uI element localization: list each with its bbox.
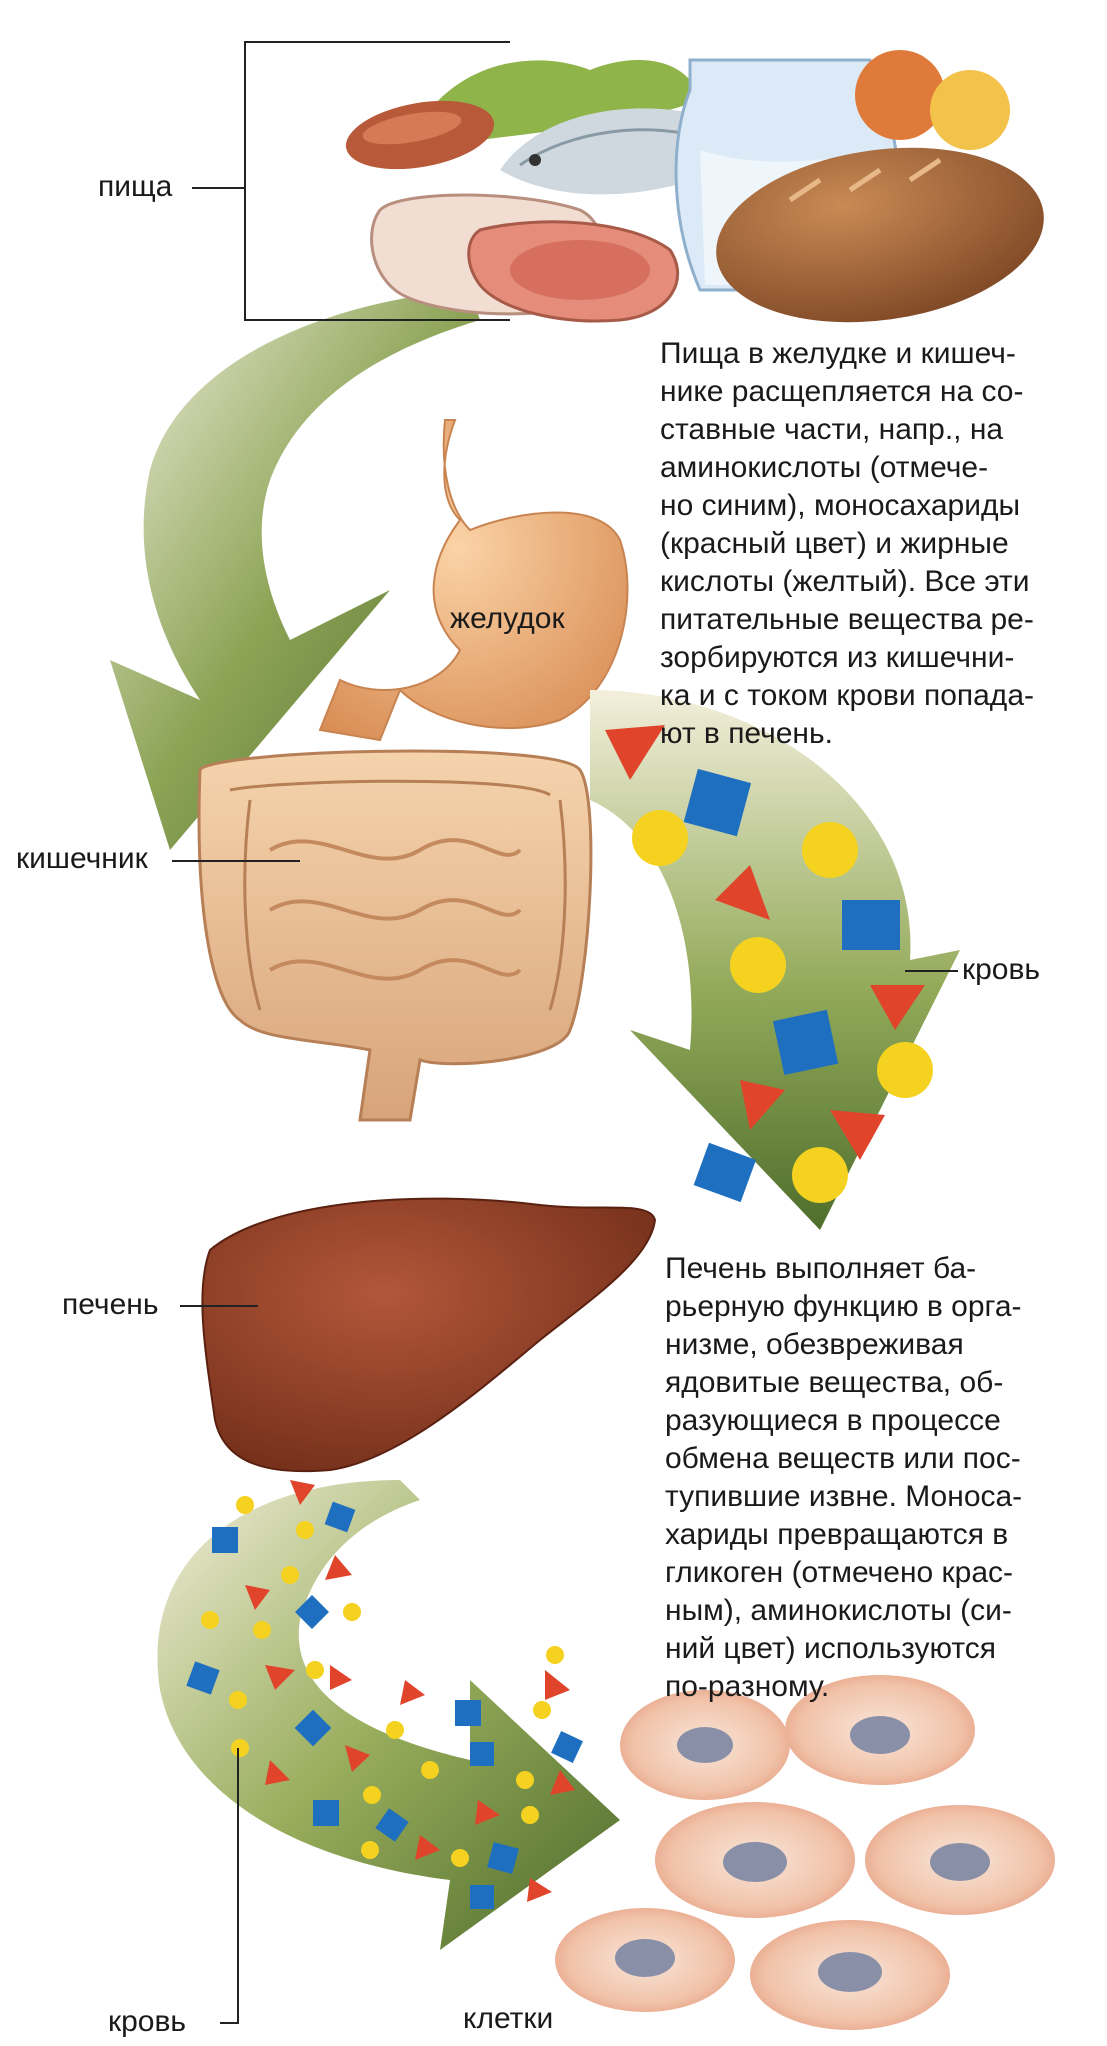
food-bracket [244,41,510,321]
blood-bottom-leader-line [220,1748,239,2024]
paragraph-line: ют в печень. [660,717,833,750]
paragraph-line: гликоген (отмечено крас- [665,1556,1014,1589]
liver-illustration [201,1197,657,1473]
blood-nutrients-top [605,725,933,1203]
paragraph-line: тупившие извне. Моноса- [665,1480,1023,1513]
label-intestine: кишечник [16,842,148,875]
paragraph-line: питательные вещества ре- [660,603,1034,636]
label-blood-top: кровь [962,953,1041,986]
label-food: пища [98,170,173,203]
paragraph-liver: Печень выполняет ба- рьерную функцию в о… [665,1250,1022,1706]
intestine-illustration [197,749,593,1122]
label-liver: печень [62,1288,159,1321]
label-blood-bottom: кровь [108,2005,187,2038]
paragraph-line: ядовитые вещества, об- [665,1366,1004,1399]
paragraph-line: хариды превращаются в [665,1518,1009,1551]
paragraph-line: Печень выполняет ба- [665,1252,977,1285]
paragraph-line: обмена веществ или пос- [665,1442,1021,1475]
paragraph-line: зорбируются из кишечни- [660,641,1015,674]
paragraph-line: (красный цвет) и жирные [660,527,1009,560]
paragraph-line: ставные части, напр., на [660,413,1004,446]
paragraph-line: кислоты (желтый). Все эти [660,565,1030,598]
paragraph-line: аминокислоты (отмече- [660,451,989,484]
paragraph-line: ным), аминокислоты (си- [665,1594,1012,1627]
paragraph-line: разующиеся в процессе [665,1404,1001,1437]
food-illustration [345,50,1044,323]
label-cells: клетки [463,2002,554,2035]
stomach-illustration [318,419,629,742]
paragraph-line: ка и с током крови попада- [660,679,1034,712]
paragraph-line: по-разному. [665,1670,830,1703]
paragraph-line: ний цвет) используются [665,1632,997,1665]
blood-nutrients-bottom [186,1480,583,1909]
paragraph-line: но синим), моносахариды [660,489,1021,522]
paragraph-line: низме, обезвреживая [665,1328,964,1361]
arrow-food-to-stomach [110,290,480,850]
paragraph-line: нике расщепляется на со- [660,375,1024,408]
paragraph-line: Пища в желудке и кишеч- [660,337,1016,370]
paragraph-digestion: Пища в желудке и кишеч- нике расщепляетс… [660,335,1034,753]
paragraph-line: рьерную функцию в орга- [665,1290,1022,1323]
arrow-blood-to-cells [157,1480,621,1950]
cells-illustration [555,1675,1055,2030]
label-stomach: желудок [450,602,565,635]
